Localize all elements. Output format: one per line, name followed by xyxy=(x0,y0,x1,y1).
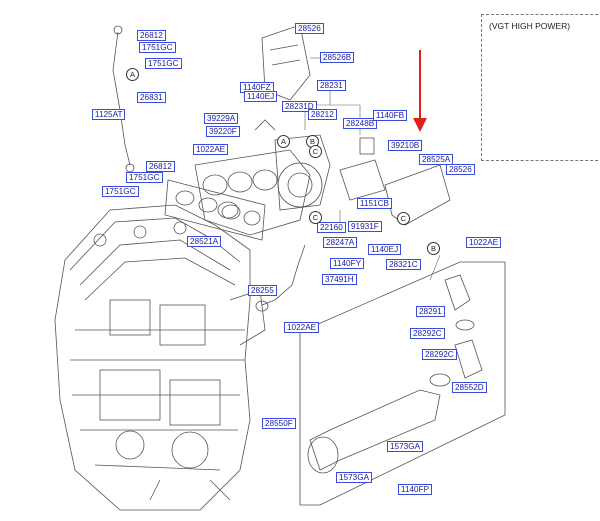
part-label[interactable]: 37491H xyxy=(322,274,357,285)
part-label[interactable]: 28550F xyxy=(262,418,296,429)
part-label[interactable]: 1573GA xyxy=(387,441,424,452)
turbocharger xyxy=(254,119,331,211)
part-label[interactable]: 1573GA xyxy=(336,472,373,483)
part-label[interactable]: 1140EJ xyxy=(244,91,278,102)
part-label[interactable]: 26812 xyxy=(146,161,175,172)
part-label[interactable]: 28291 xyxy=(416,306,445,317)
part-label[interactable]: 1022AE xyxy=(466,237,502,248)
part-label[interactable]: 28521A xyxy=(187,236,222,247)
part-label[interactable]: 28231D xyxy=(282,101,317,112)
part-label[interactable]: 1751GC xyxy=(139,42,176,53)
callout-a: A xyxy=(277,135,290,148)
part-label[interactable]: 28231 xyxy=(317,80,346,91)
vgt-actuator xyxy=(339,137,386,201)
callout-b: B xyxy=(427,242,440,255)
part-label[interactable]: 28247A xyxy=(323,237,358,248)
part-label[interactable]: 26812 xyxy=(137,30,166,41)
part-label[interactable]: 28552D xyxy=(452,382,487,393)
leader-lines xyxy=(299,57,441,505)
part-label[interactable]: 1751GC xyxy=(145,58,182,69)
callout-c: C xyxy=(309,211,322,224)
part-label[interactable]: 28526B xyxy=(320,52,355,63)
part-label[interactable]: 1022AE xyxy=(284,322,320,333)
callout-c: C xyxy=(397,212,410,225)
part-label[interactable]: 28321C xyxy=(386,259,421,270)
part-label[interactable]: 1751GC xyxy=(126,172,163,183)
part-label[interactable]: 39210B xyxy=(388,140,423,151)
part-label[interactable]: 28292C xyxy=(422,349,457,360)
part-label[interactable]: 1140FB xyxy=(373,110,408,121)
part-label[interactable]: 28526 xyxy=(446,164,475,175)
part-label[interactable]: 39220F xyxy=(206,126,240,137)
part-label[interactable]: 28248B xyxy=(343,118,378,129)
part-label[interactable]: 1140FP xyxy=(398,484,433,495)
part-label[interactable]: 91931F xyxy=(348,221,382,232)
part-label[interactable]: 39229A xyxy=(204,113,239,124)
part-label[interactable]: 1751GC xyxy=(102,186,139,197)
callout-c: C xyxy=(309,145,322,158)
part-label[interactable]: 26831 xyxy=(137,92,166,103)
manifold-gasket xyxy=(164,179,266,241)
part-label[interactable]: 28292C xyxy=(410,328,445,339)
heat-shield-top xyxy=(261,24,311,101)
part-label[interactable]: 1022AE xyxy=(193,144,229,155)
part-label[interactable]: 22160 xyxy=(317,222,346,233)
exhaust-manifold xyxy=(194,149,311,236)
part-label[interactable]: 28255 xyxy=(248,285,277,296)
heat-shield-right xyxy=(384,164,451,226)
part-label[interactable]: 28212 xyxy=(308,109,337,120)
oil-return-pipe xyxy=(255,244,306,312)
engine-block xyxy=(54,204,266,511)
part-label[interactable]: 28525A xyxy=(419,154,454,165)
inset-panel xyxy=(481,14,600,161)
part-label[interactable]: 1151CB xyxy=(357,198,392,209)
part-label[interactable]: 1140EJ xyxy=(368,244,402,255)
oil-feed-line xyxy=(112,25,135,173)
part-label[interactable]: 1125AT xyxy=(92,109,126,120)
callout-a: A xyxy=(126,68,139,81)
inset-title: (VGT HIGH POWER) xyxy=(489,21,571,31)
part-label[interactable]: 28526 xyxy=(295,23,324,34)
part-label[interactable]: 1140FY xyxy=(330,258,365,269)
red-arrow xyxy=(413,50,427,132)
